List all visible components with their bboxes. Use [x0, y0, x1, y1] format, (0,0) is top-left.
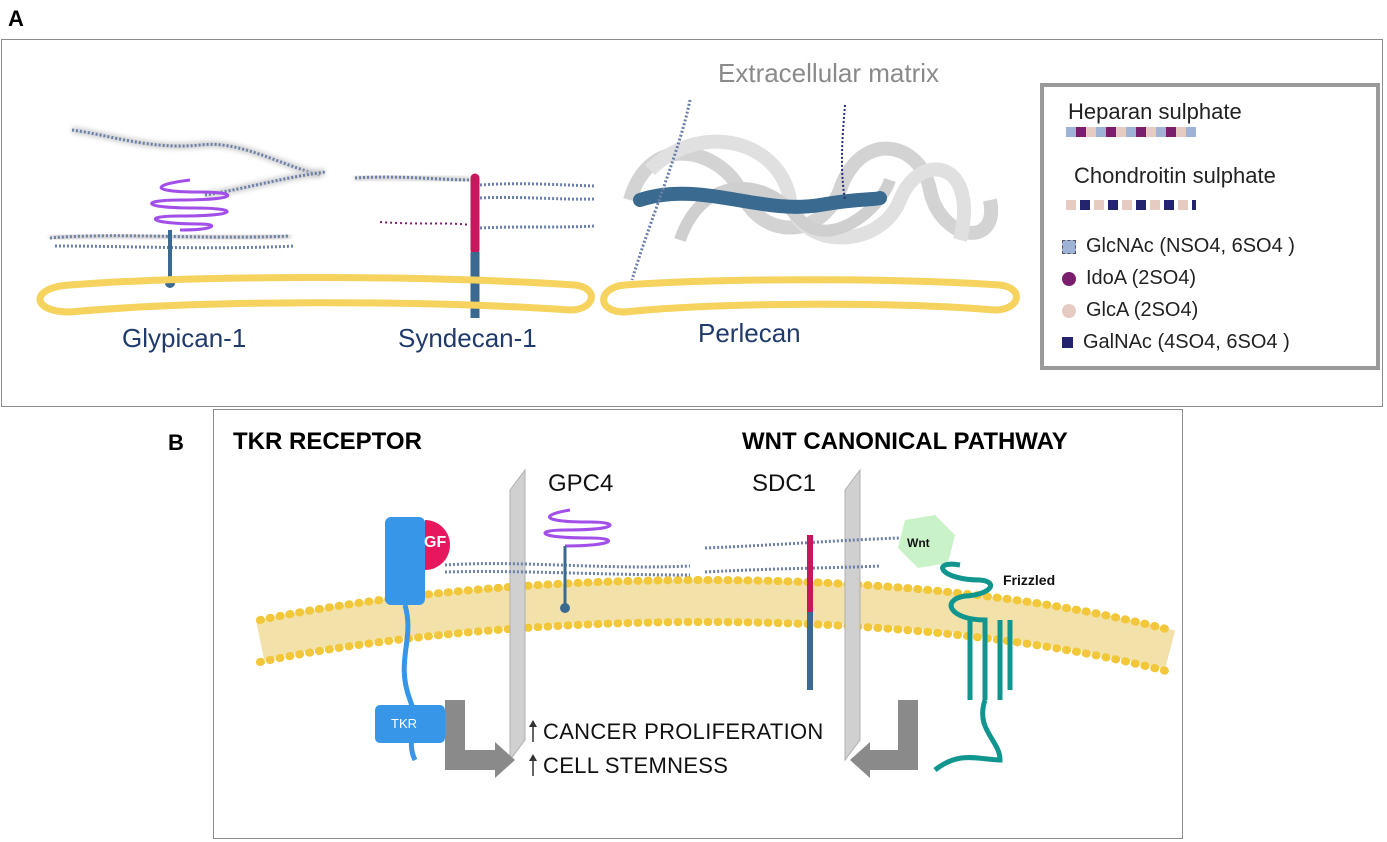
gf-ligand — [425, 520, 450, 570]
legend-box: Heparan sulphate Chondroitin sulphate Gl… — [1040, 83, 1380, 370]
chondroitin-chain-icon — [1066, 200, 1196, 210]
frizzled-label: Frizzled — [1003, 572, 1056, 588]
legend-item-label: IdoA (2SO4) — [1086, 267, 1197, 289]
glcnac-square-icon — [1062, 239, 1076, 254]
frizzled-receptor — [933, 561, 1013, 773]
panel-b-frame — [213, 409, 1183, 839]
wnt-ligand — [898, 515, 955, 568]
panel-b-letter: B — [168, 430, 184, 455]
perlecan-ecm-mesh — [623, 99, 999, 281]
sdc1-label: SDC1 — [752, 470, 817, 497]
syndecan-1-label: Syndecan-1 — [398, 323, 537, 353]
legend-heparan-title: Heparan sulphate — [1068, 99, 1242, 124]
glypican-1-label: Glypican-1 — [122, 323, 247, 353]
legend-item-label: GlcA (2SO4) — [1086, 299, 1199, 321]
tkr-kinase-domain — [375, 705, 445, 743]
galnac-square-icon — [1062, 337, 1073, 348]
legend-item-glcnac: GlcNAc (NSO4, 6SO4 ) — [1062, 235, 1295, 258]
gpc4-core — [543, 508, 612, 613]
wnt-heading: WNT CANONICAL PATHWAY — [742, 428, 1068, 455]
syndecan-1-gag-chains — [354, 174, 596, 230]
heparan-chain-icon — [1066, 127, 1196, 137]
outcome-cell-stemness: CELL STEMNESS — [543, 753, 729, 778]
ecm-label: Extracellular matrix — [718, 58, 940, 88]
left-gray-arrow — [445, 700, 515, 778]
legend-item-idoa: IdoA (2SO4) — [1062, 267, 1196, 290]
tkr-heading: TKR RECEPTOR — [233, 428, 422, 455]
gf-label: GF — [424, 534, 447, 551]
right-gray-arrow — [850, 700, 918, 778]
up-arrow-icons — [529, 720, 537, 776]
legend-item-label: GalNAc (4SO4, 6SO4 ) — [1083, 331, 1290, 353]
gpc4-label: GPC4 — [548, 470, 614, 497]
membrane-right — [600, 276, 1020, 316]
panel-a-letter: A — [8, 6, 24, 31]
legend-item-galnac: GalNAc (4SO4, 6SO4 ) — [1062, 331, 1290, 354]
panel-b-gag-chains — [444, 536, 901, 577]
outcome-cancer-proliferation: CANCER PROLIFERATION — [543, 719, 824, 744]
perlecan-label: Perlecan — [698, 318, 801, 348]
glca-circle-icon — [1062, 303, 1076, 318]
wnt-label: Wnt — [907, 536, 930, 550]
panel-a-frame — [1, 39, 1383, 407]
idoa-circle-icon — [1062, 271, 1076, 286]
lipid-bilayer — [255, 576, 1176, 676]
legend-item-glca: GlcA (2SO4) — [1062, 299, 1198, 322]
membrane-left — [36, 274, 595, 316]
separator-plates — [509, 468, 861, 762]
legend-chondroitin-title: Chondroitin sulphate — [1074, 163, 1276, 188]
tkr-label: TKR — [391, 716, 417, 731]
legend-item-label: GlcNAc (NSO4, 6SO4 ) — [1086, 235, 1295, 257]
